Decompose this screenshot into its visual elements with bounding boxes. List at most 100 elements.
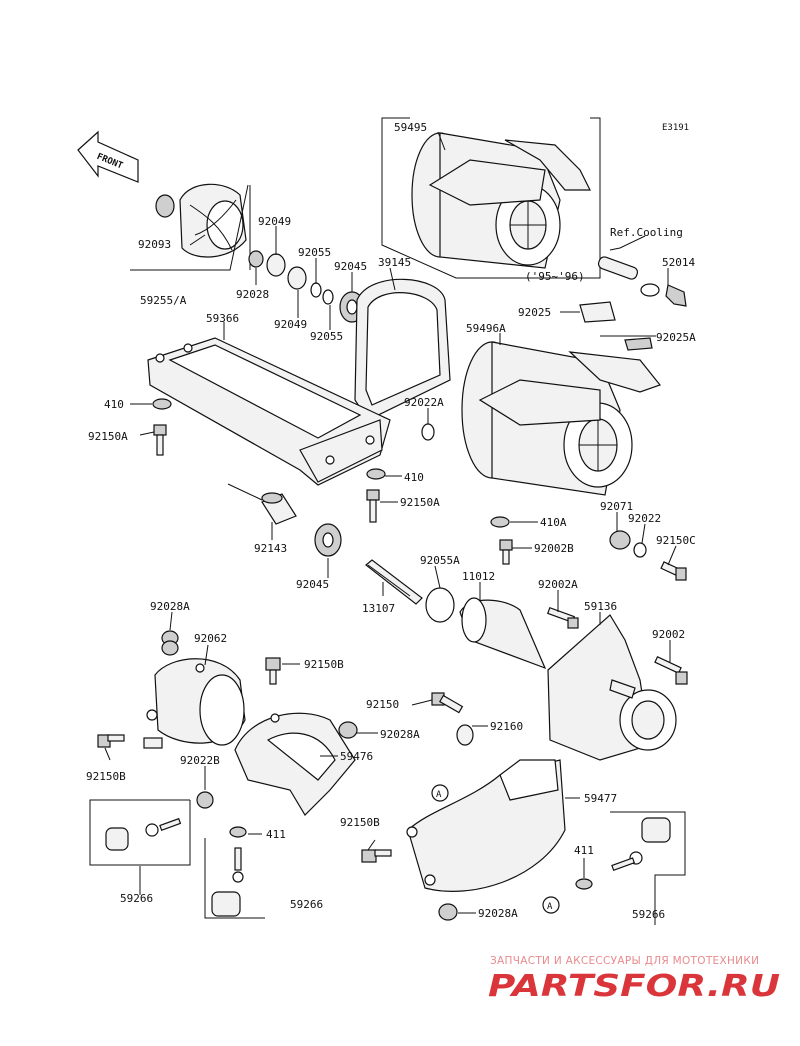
label-92150a-a: 92150A	[88, 430, 128, 443]
washer-92022b	[196, 791, 214, 809]
plate-92025	[579, 301, 616, 323]
oring-92055-a	[310, 282, 322, 298]
label-59266-c: 59266	[632, 908, 665, 921]
label-92160: 92160	[490, 720, 523, 733]
label-59496a: 59496A	[466, 322, 506, 335]
leader-lines	[104, 131, 677, 925]
bolt-92150b-c	[361, 849, 392, 863]
label-411-a: 411	[266, 828, 286, 841]
label-92028a-c: 92028A	[478, 907, 518, 920]
bolt-92150b-b	[97, 734, 125, 748]
label-411-b: 411	[574, 844, 594, 857]
washer-411-a	[229, 826, 247, 838]
washer-92022a	[421, 423, 435, 441]
collar-92028	[248, 250, 264, 268]
nozzle-59136	[547, 614, 677, 761]
label-92150: 92150	[366, 698, 399, 711]
shaft-13107	[365, 559, 423, 605]
label-92055-b: 92055	[310, 330, 343, 343]
label-92028a-b: 92028A	[380, 728, 420, 741]
washer-410-b	[366, 468, 386, 480]
label-59266-b: 59266	[290, 898, 323, 911]
ball-joint-59266-b	[211, 847, 244, 917]
label-92150c: 92150C	[656, 534, 696, 547]
label-59255a: 59255/A	[140, 294, 187, 307]
part-labels: 59495 92049 92093 92055 92045 39145 9202…	[86, 121, 696, 921]
seal-92049-b	[287, 266, 307, 290]
label-92055-a: 92055	[298, 246, 331, 259]
gasket-39145	[354, 278, 451, 421]
collar-92028a-b	[338, 721, 358, 739]
bolt-92150b-a	[265, 657, 281, 685]
bearing-92045-b	[314, 523, 342, 557]
label-92055a: 92055A	[420, 554, 460, 567]
label-59366: 59366	[206, 312, 239, 325]
callout-a-lower	[542, 896, 560, 914]
watermark-brand: PARTSFOR.RU	[488, 969, 780, 1004]
bolt-92002	[654, 655, 688, 685]
label-92025: 92025	[518, 306, 551, 319]
oring-92055-b	[322, 289, 334, 305]
plate-92025a	[624, 337, 653, 351]
bolt-92002b	[499, 539, 513, 565]
label-92022: 92022	[628, 512, 661, 525]
label-13107: 13107	[362, 602, 395, 615]
callout-a-upper-text: A	[436, 790, 442, 800]
label-92150b-c: 92150B	[340, 816, 380, 829]
label-92071: 92071	[600, 500, 633, 513]
label-92028a-a: 92028A	[150, 600, 190, 613]
ref-cooling-label: Ref.Cooling	[610, 226, 683, 239]
label-92002b: 92002B	[534, 542, 574, 555]
label-59136: 59136	[584, 600, 617, 613]
bushing-92143	[261, 492, 297, 525]
callout-a-lower-text: A	[547, 902, 553, 912]
label-410-b: 410	[404, 471, 424, 484]
label-92022b: 92022B	[180, 754, 220, 767]
watermark: ЗАПЧАСТИ И АКСЕССУАРЫ ДЛЯ МОТОТЕХНИКИ PA…	[488, 955, 780, 1004]
label-59266-a: 59266	[120, 892, 153, 905]
label-92045-a: 92045	[334, 260, 367, 273]
bolt-92150c	[660, 561, 687, 581]
diagram-code: E3191	[662, 123, 689, 133]
label-92143: 92143	[254, 542, 287, 555]
label-59476: 59476	[340, 750, 373, 763]
watermark-tagline: ЗАПЧАСТИ И АКСЕССУАРЫ ДЛЯ МОТОТЕХНИКИ	[490, 955, 759, 967]
label-410a: 410A	[540, 516, 567, 529]
label-59495: 59495	[394, 121, 427, 134]
deflector-59476	[234, 712, 356, 816]
label-59477: 59477	[584, 792, 617, 805]
collar-92160	[456, 724, 474, 746]
collar-92028a-a	[161, 630, 179, 656]
label-92150a-b: 92150A	[400, 496, 440, 509]
front-arrow-icon: FRONT	[77, 130, 139, 183]
cone-11012	[459, 597, 547, 670]
pump-case-59495	[411, 132, 591, 269]
pump-case-59496a	[461, 341, 661, 496]
washer-410a	[490, 516, 510, 528]
bolt-92150a-a	[153, 424, 167, 456]
seal-92049-a	[266, 253, 286, 277]
reverse-bucket-59477	[406, 759, 566, 892]
washer-92022	[633, 542, 647, 558]
oring-92055a	[425, 587, 455, 623]
inset-box-59495	[381, 117, 601, 279]
pump-cover-59366	[147, 337, 391, 486]
label-92049-a: 92049	[258, 215, 291, 228]
impeller-59255	[155, 183, 247, 258]
label-92022a: 92022A	[404, 396, 444, 409]
label-92093: 92093	[138, 238, 171, 251]
washer-410-a	[152, 398, 172, 410]
label-92025a: 92025A	[656, 331, 696, 344]
label-92002: 92002	[652, 628, 685, 641]
callout-a-upper	[431, 784, 449, 802]
nut-92071	[609, 530, 631, 550]
label-92045-b: 92045	[296, 578, 329, 591]
label-39145: 39145	[378, 256, 411, 269]
washer-411-b	[575, 878, 593, 890]
bolt-92150a-b	[366, 489, 380, 523]
label-92150b-a: 92150B	[304, 658, 344, 671]
label-11012: 11012	[462, 570, 495, 583]
label-92002a: 92002A	[538, 578, 578, 591]
collar-92028a-c	[438, 903, 458, 921]
nozzle-92062	[143, 658, 246, 749]
